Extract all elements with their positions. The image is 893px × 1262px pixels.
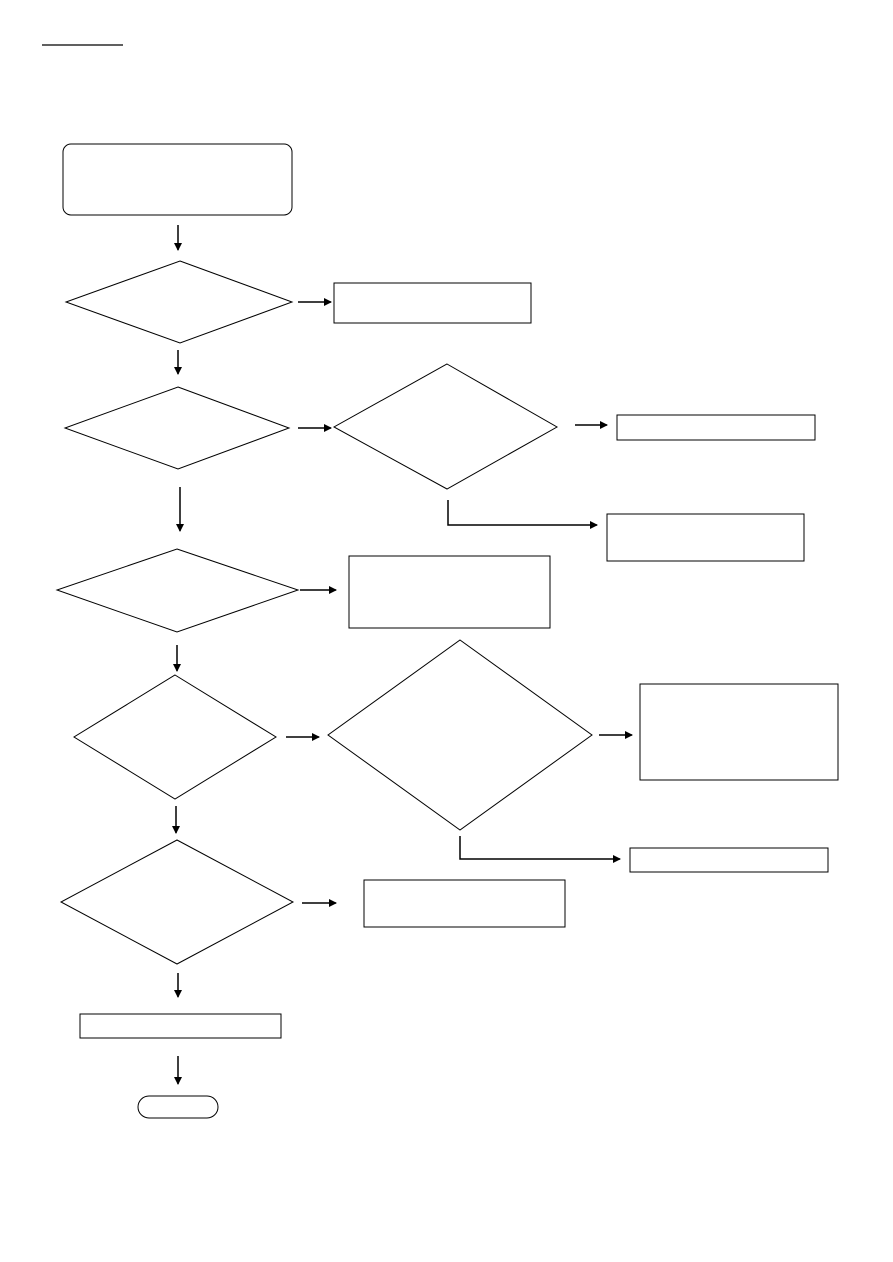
- decision-5: [59, 839, 295, 965]
- result-4b: [629, 847, 829, 873]
- result-2b: [606, 513, 805, 562]
- arrow-decision-4b-to-result-4b: [459, 836, 621, 863]
- decision-1: [64, 260, 294, 344]
- decision-2: [63, 386, 291, 470]
- result-1: [333, 282, 532, 324]
- start-box: [62, 143, 293, 216]
- decision-3: [55, 548, 300, 633]
- end-terminal: [137, 1095, 219, 1119]
- result-3: [348, 555, 551, 629]
- final-box: [79, 1013, 282, 1039]
- decision-4: [73, 674, 277, 800]
- result-4a: [639, 683, 839, 781]
- decision-2b: [332, 363, 559, 490]
- arrow-decision-2b-to-result-2b: [447, 500, 598, 529]
- decision-4b: [327, 639, 593, 831]
- result-5: [363, 879, 566, 928]
- result-2a: [616, 414, 816, 441]
